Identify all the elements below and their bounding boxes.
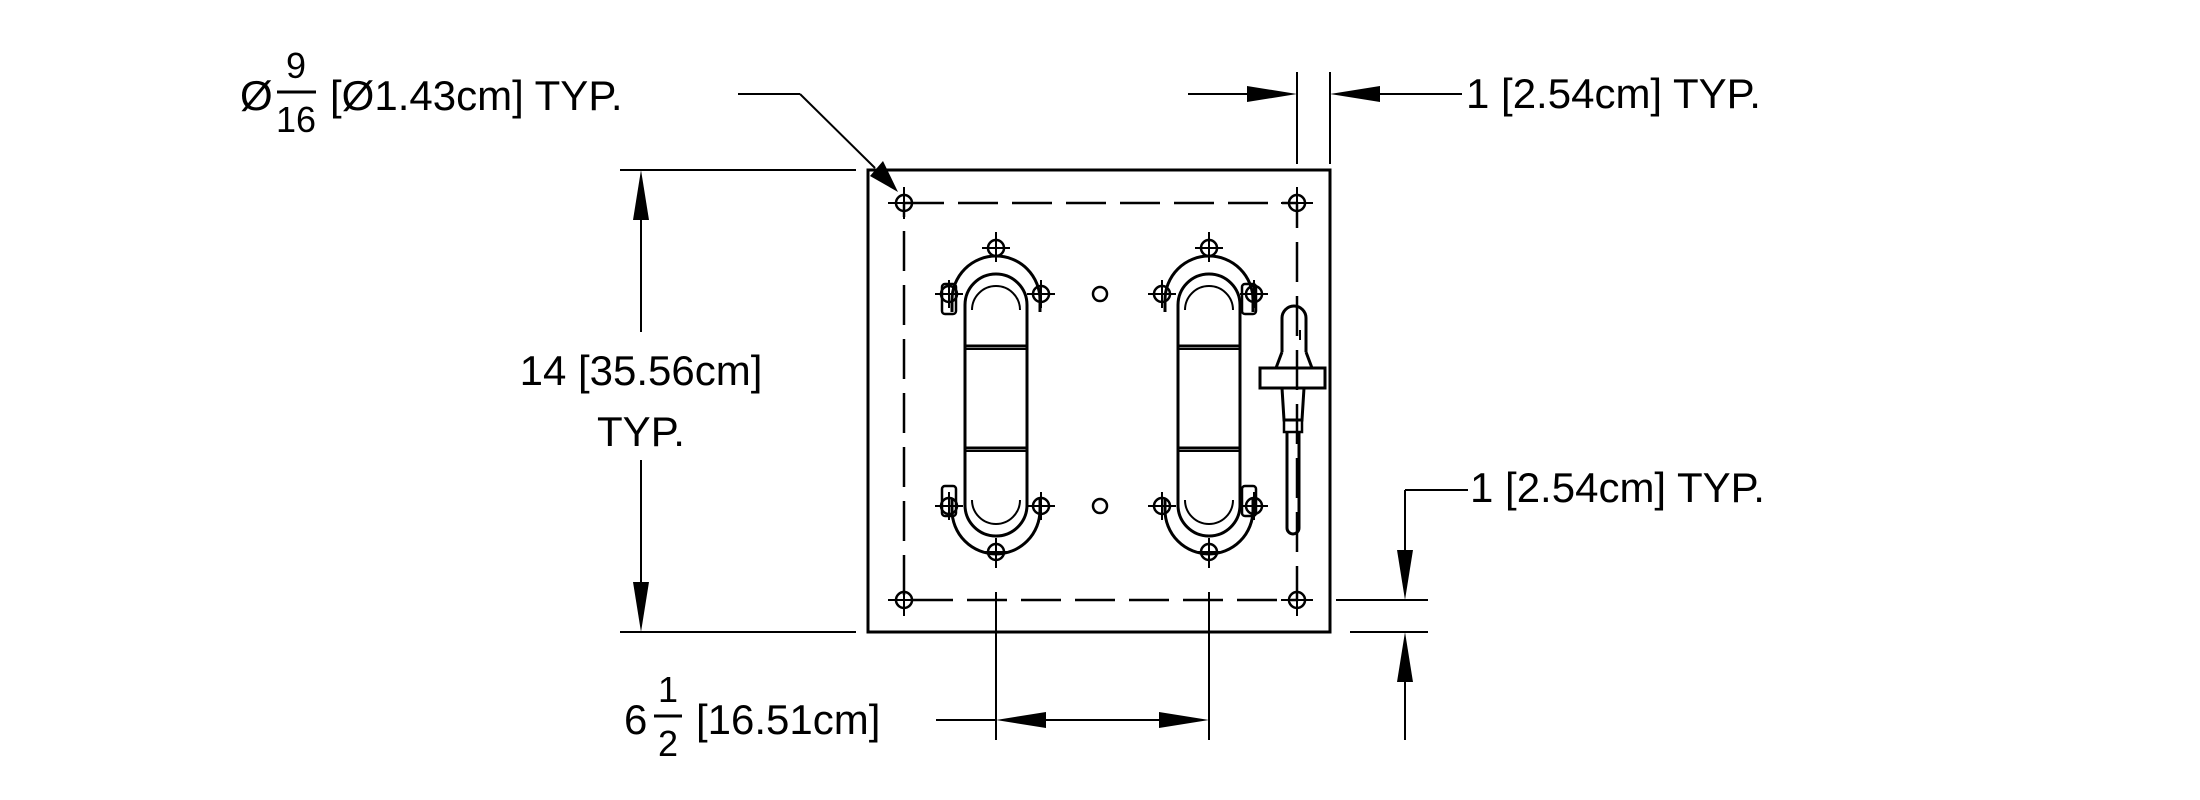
- edge-offset-bottom-dimension: 1 [2.54cm] TYP.: [1336, 464, 1765, 740]
- height-label-line2: TYP.: [597, 408, 685, 455]
- corner-holes: [888, 187, 1313, 616]
- handle-spacing-dimension: 6 1 2 [16.51cm]: [624, 592, 1210, 764]
- hole-diameter-dimension: Ø 9 16 [Ø1.43cm] TYP.: [240, 45, 898, 192]
- edge-offset-top-label: 1 [2.54cm] TYP.: [1466, 70, 1761, 117]
- left-clamp-assembly: [935, 232, 1055, 568]
- valve-lever: [1258, 304, 1327, 536]
- edge-offset-bottom-label: 1 [2.54cm] TYP.: [1470, 464, 1765, 511]
- plate-outline: [866, 168, 1332, 634]
- center-hole-top: [1091, 285, 1109, 303]
- right-clamp-assembly: [1148, 232, 1268, 568]
- handle-spacing-whole: 6: [624, 696, 647, 743]
- corner-hole-bottom-right: [1281, 584, 1313, 616]
- handle-spacing-numerator: 1: [658, 669, 678, 710]
- corner-hole-top-right: [1281, 187, 1313, 219]
- handle-spacing-denominator: 2: [658, 723, 678, 764]
- corner-hole-bottom-left: [888, 584, 920, 616]
- hole-diameter-numerator: 9: [286, 45, 306, 86]
- handle-spacing-suffix: [16.51cm]: [696, 696, 880, 743]
- hole-diameter-denominator: 16: [276, 99, 316, 140]
- hole-diameter-symbol: Ø: [240, 72, 273, 119]
- hole-diameter-suffix: [Ø1.43cm] TYP.: [330, 72, 623, 119]
- bolt-line-rectangle: [902, 201, 1299, 602]
- corner-hole-top-left: [888, 187, 920, 219]
- center-hole-bottom: [1091, 497, 1109, 515]
- height-dimension: 14 [35.56cm] TYP.: [520, 169, 856, 633]
- edge-offset-top-dimension: 1 [2.54cm] TYP.: [1188, 70, 1761, 164]
- height-label-line1: 14 [35.56cm]: [520, 347, 763, 394]
